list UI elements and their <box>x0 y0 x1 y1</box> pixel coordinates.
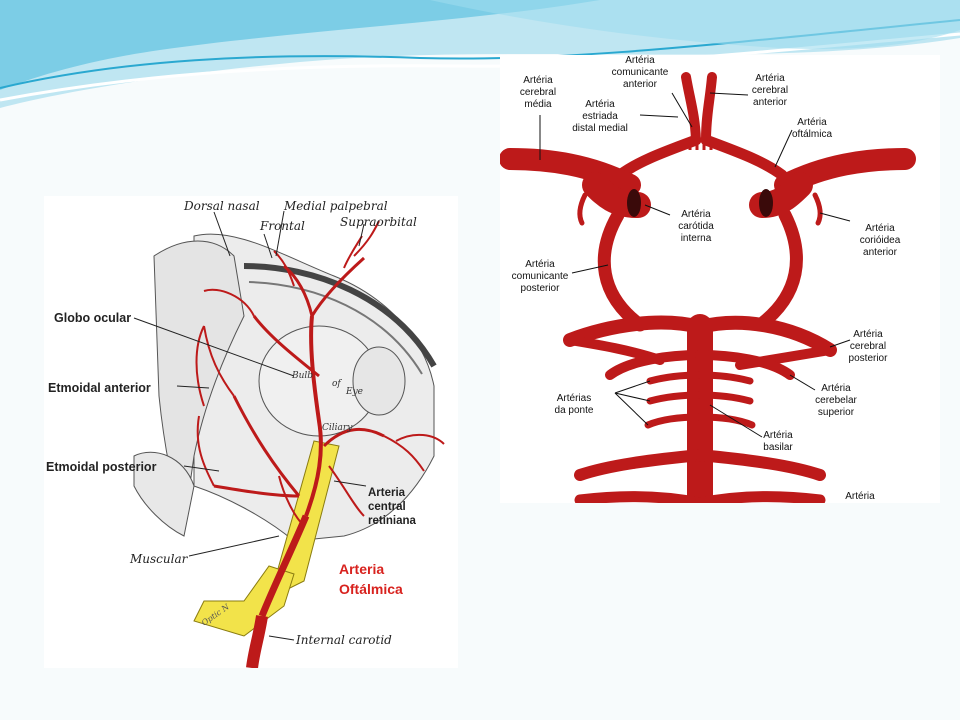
label-estriada-2: estriada <box>582 111 618 122</box>
label-arteria-central-3: retiniana <box>368 515 417 527</box>
label-etmoidal-anterior: Etmoidal anterior <box>48 381 151 395</box>
label-cerebral-anterior-3: anterior <box>753 97 788 108</box>
label-etmoidal-posterior: Etmoidal posterior <box>46 460 157 474</box>
label-cerebelar-superior-2: cerebelar <box>815 395 857 406</box>
label-cerebral-media-1: Artéria <box>523 75 553 86</box>
label-cerebral-anterior-2: cerebral <box>752 85 788 96</box>
label-estriada-3: distal medial <box>572 123 628 134</box>
label-cerebral-media-3: média <box>524 99 552 110</box>
label-arterias-ponte-1: Artérias <box>557 393 591 404</box>
label-ciliary: Ciliary <box>322 423 353 433</box>
label-comunicante-anterior-3: anterior <box>623 79 658 90</box>
label-corioidea-anterior-2: corióidea <box>860 235 901 246</box>
label-corioidea-anterior-3: anterior <box>863 247 898 258</box>
label-supraorbital: Supraorbital <box>340 215 417 229</box>
label-arteria-central-1: Arteria <box>368 487 406 499</box>
label-corioidea-anterior-1: Artéria <box>865 223 895 234</box>
label-cerebral-posterior-1: Artéria <box>853 329 883 340</box>
label-bottom-cut: Artéria <box>845 491 875 502</box>
label-cerebelar-superior-1: Artéria <box>821 383 851 394</box>
label-basilar-2: basilar <box>763 442 793 453</box>
label-cerebral-media-2: cerebral <box>520 87 556 98</box>
label-arteria-central-2: central <box>368 501 406 513</box>
label-cerebral-posterior-3: posterior <box>849 353 889 364</box>
label-globo-ocular: Globo ocular <box>54 311 131 325</box>
label-basilar-1: Artéria <box>763 430 793 441</box>
label-carotida-interna-1: Artéria <box>681 209 711 220</box>
label-arteria-oftalmica-1: Arteria <box>339 561 384 577</box>
label-comunicante-anterior-1: Artéria <box>625 55 655 66</box>
label-of: of <box>332 379 342 389</box>
ophthalmic-artery-figure: Dorsal nasal Medial palpebral Frontal Su… <box>44 196 458 668</box>
label-internal-carotid: Internal carotid <box>295 633 392 647</box>
label-comunicante-posterior-2: comunicante <box>512 271 569 282</box>
label-cerebral-anterior-1: Artéria <box>755 73 785 84</box>
label-dorsal-nasal: Dorsal nasal <box>183 199 260 213</box>
label-carotida-interna-2: carótida <box>678 221 714 232</box>
label-carotida-interna-3: interna <box>681 233 712 244</box>
label-arterias-ponte-2: da ponte <box>555 405 594 416</box>
label-bulb: Bulb <box>291 371 313 381</box>
label-comunicante-anterior-2: comunicante <box>612 67 669 78</box>
label-muscular: Muscular <box>129 552 189 566</box>
label-medial-palpebral: Medial palpebral <box>283 199 388 213</box>
label-oftalmica-2: oftálmica <box>792 129 832 140</box>
label-cerebelar-superior-3: superior <box>818 407 855 418</box>
label-eye: Eye <box>345 387 363 397</box>
label-estriada-1: Artéria <box>585 99 615 110</box>
label-oftalmica-1: Artéria <box>797 117 827 128</box>
label-arteria-oftalmica-2: Oftálmica <box>339 581 403 597</box>
header-wave-decoration <box>0 0 960 108</box>
label-frontal: Frontal <box>259 219 305 233</box>
label-comunicante-posterior-3: posterior <box>521 283 561 294</box>
circle-of-willis-figure: Artéria comunicante anterior Artéria cer… <box>500 55 940 503</box>
label-comunicante-posterior-1: Artéria <box>525 259 555 270</box>
label-cerebral-posterior-2: cerebral <box>850 341 886 352</box>
